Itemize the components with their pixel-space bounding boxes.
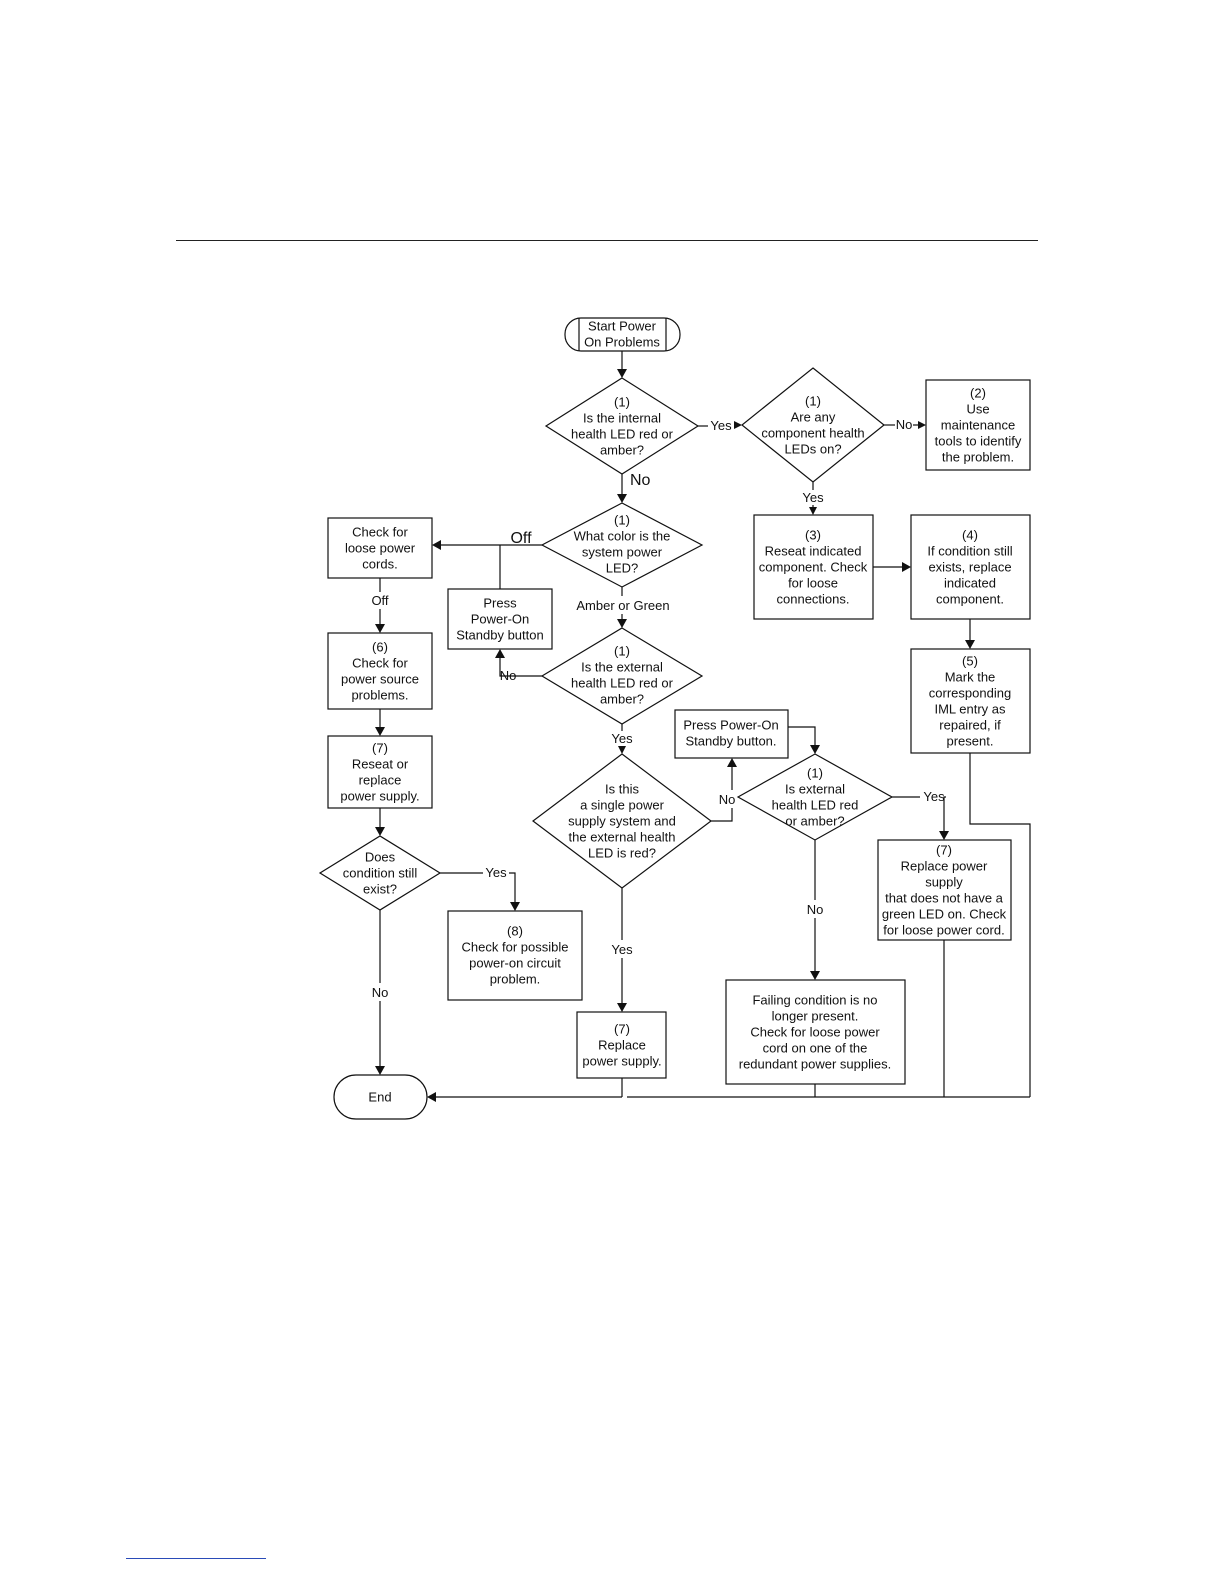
label-no-single: No (719, 792, 736, 807)
label-no-condition: No (372, 985, 389, 1000)
arrowhead (965, 640, 975, 649)
connector-single-no (711, 808, 733, 822)
label-amber-green: Amber or Green (576, 598, 669, 613)
end-text: End (368, 1090, 391, 1105)
label-off-power: Off (510, 530, 532, 547)
label-yes-external: Yes (611, 731, 633, 746)
arrowhead (375, 727, 385, 736)
arrowhead (617, 369, 627, 378)
arrowhead (510, 902, 520, 911)
label-no-external2: No (807, 902, 824, 917)
label-yes-condition: Yes (485, 865, 507, 880)
arrowhead (617, 1003, 627, 1012)
arrowhead (617, 619, 627, 628)
arrowhead (939, 831, 949, 840)
arrowhead (810, 971, 820, 980)
header-rule (176, 240, 1038, 241)
arrowhead (902, 562, 911, 572)
label-no-internal: No (630, 472, 651, 489)
arrowhead (427, 1092, 436, 1102)
arrowhead (432, 540, 441, 550)
branch-labels: Yes No No Yes Off Amber or Green Off No … (371, 417, 945, 1000)
end-terminator: End (333, 1074, 428, 1120)
connector-condition-yes-b (509, 872, 516, 905)
connector-standby2-to-external2 (788, 726, 816, 748)
label-yes-internal: Yes (710, 418, 732, 433)
footer-link-rule (126, 1558, 266, 1559)
label-no-component: No (896, 417, 913, 432)
connector-mark-iml-down (969, 753, 1031, 1097)
arrowhead (727, 758, 737, 767)
arrowhead (375, 827, 385, 836)
label-no-external: No (500, 668, 517, 683)
arrowhead (375, 624, 385, 633)
arrowhead (617, 494, 627, 503)
connector-external-no-c (499, 669, 519, 677)
connectors (375, 351, 1031, 1102)
arrowhead (618, 746, 626, 754)
arrowhead (810, 745, 820, 754)
arrowhead (734, 421, 742, 429)
label-yes-single: Yes (611, 942, 633, 957)
label-yes-component: Yes (802, 490, 824, 505)
label-yes-external2: Yes (923, 789, 945, 804)
arrowhead (918, 421, 926, 429)
arrowhead (495, 649, 505, 658)
connector-external2-yes-b (943, 796, 946, 834)
label-off-cords: Off (371, 593, 388, 608)
arrowhead (809, 507, 817, 515)
arrowhead (375, 1066, 385, 1075)
